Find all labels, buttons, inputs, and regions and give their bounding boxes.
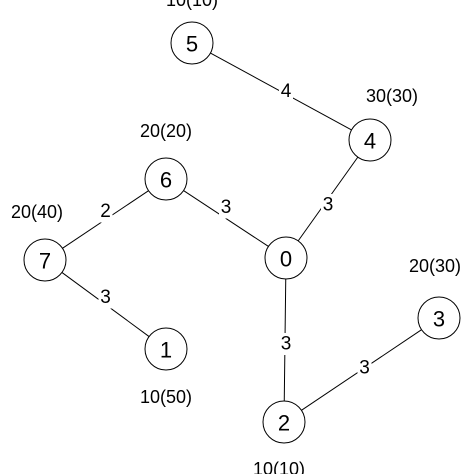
edge-weight-6-7: 2 [100,201,111,222]
node-5-label: 5 [186,32,198,57]
edge-weight-7-1: 3 [100,287,111,308]
node-3-label: 3 [433,307,445,332]
edge-weight-background-5-4 [279,80,293,103]
node-4-label: 4 [364,129,376,154]
edge-weight-background-4-0 [321,194,335,216]
node-0-label: 0 [280,247,292,272]
edge-weight-5-4: 4 [281,81,292,102]
edge-weight-background-6-0 [219,196,233,219]
node-7-circle [23,238,67,282]
node-2-label: 2 [278,411,290,436]
node-4-annotation: 30(30) [366,86,418,106]
edge-weight-0-2: 3 [281,334,292,355]
node-1-annotation: 10(50) [140,387,192,407]
nodes-layer: 5 4 6 0 7 1 3 2 [23,21,461,444]
node-5-annotation: 10(10) [166,0,218,10]
node-3-circle [417,296,461,340]
node-1-circle [144,327,188,371]
edge-weight-background-0-2 [279,333,293,355]
node-5-circle [170,21,214,65]
node-3-annotation: 20(30) [409,256,461,276]
node-7-annotation: 20(40) [11,202,63,222]
node-1-label: 1 [160,338,172,363]
node-6-label: 6 [160,168,172,193]
edge-weight-4-0: 3 [323,195,334,216]
edge-weight-2-3: 3 [359,358,370,379]
node-4-circle [348,118,392,162]
labels-layer: 4 3 3 2 3 3 3 10(10) 30(30) 20(20) 20(40) 10(50) 20(… [11,0,461,474]
node-7-label: 7 [39,249,51,274]
edge-weight-background-6-7 [98,200,113,223]
edge-weight-background-2-3 [357,357,372,379]
node-6-circle [144,157,188,201]
edge-weight-6-0: 3 [221,197,232,218]
edge-weight-background-7-1 [98,286,113,309]
node-2-circle [262,400,306,444]
node-2-annotation: 10(10) [253,459,305,474]
node-6-annotation: 20(20) [140,121,192,141]
node-0-circle [264,236,308,280]
